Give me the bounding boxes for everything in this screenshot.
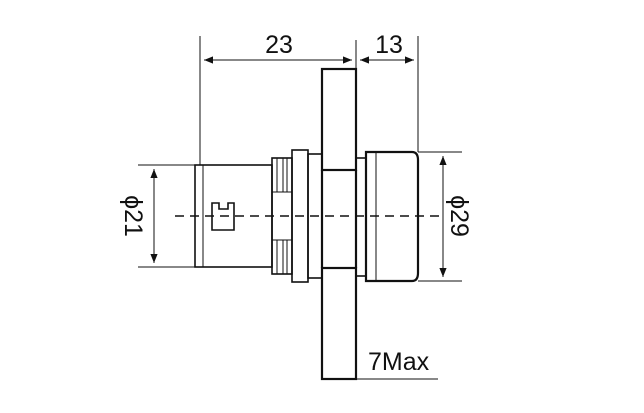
dimension-23: 23: [199, 31, 357, 165]
dimension-7max: 7Max: [356, 348, 438, 380]
mounting-panel: [320, 67, 358, 381]
dimension-phi29-label: ϕ29: [445, 195, 473, 237]
terminal-slot: [211, 202, 235, 231]
dimension-13-label: 13: [375, 31, 403, 59]
dimension-23-label: 23: [265, 31, 293, 59]
dimension-7max-label: 7Max: [368, 348, 430, 376]
dimension-13: 13: [360, 31, 419, 152]
dimension-phi29: ϕ29: [418, 151, 473, 282]
dimension-phi21: ϕ21: [119, 164, 195, 268]
dimension-phi21-label: ϕ21: [119, 195, 147, 237]
